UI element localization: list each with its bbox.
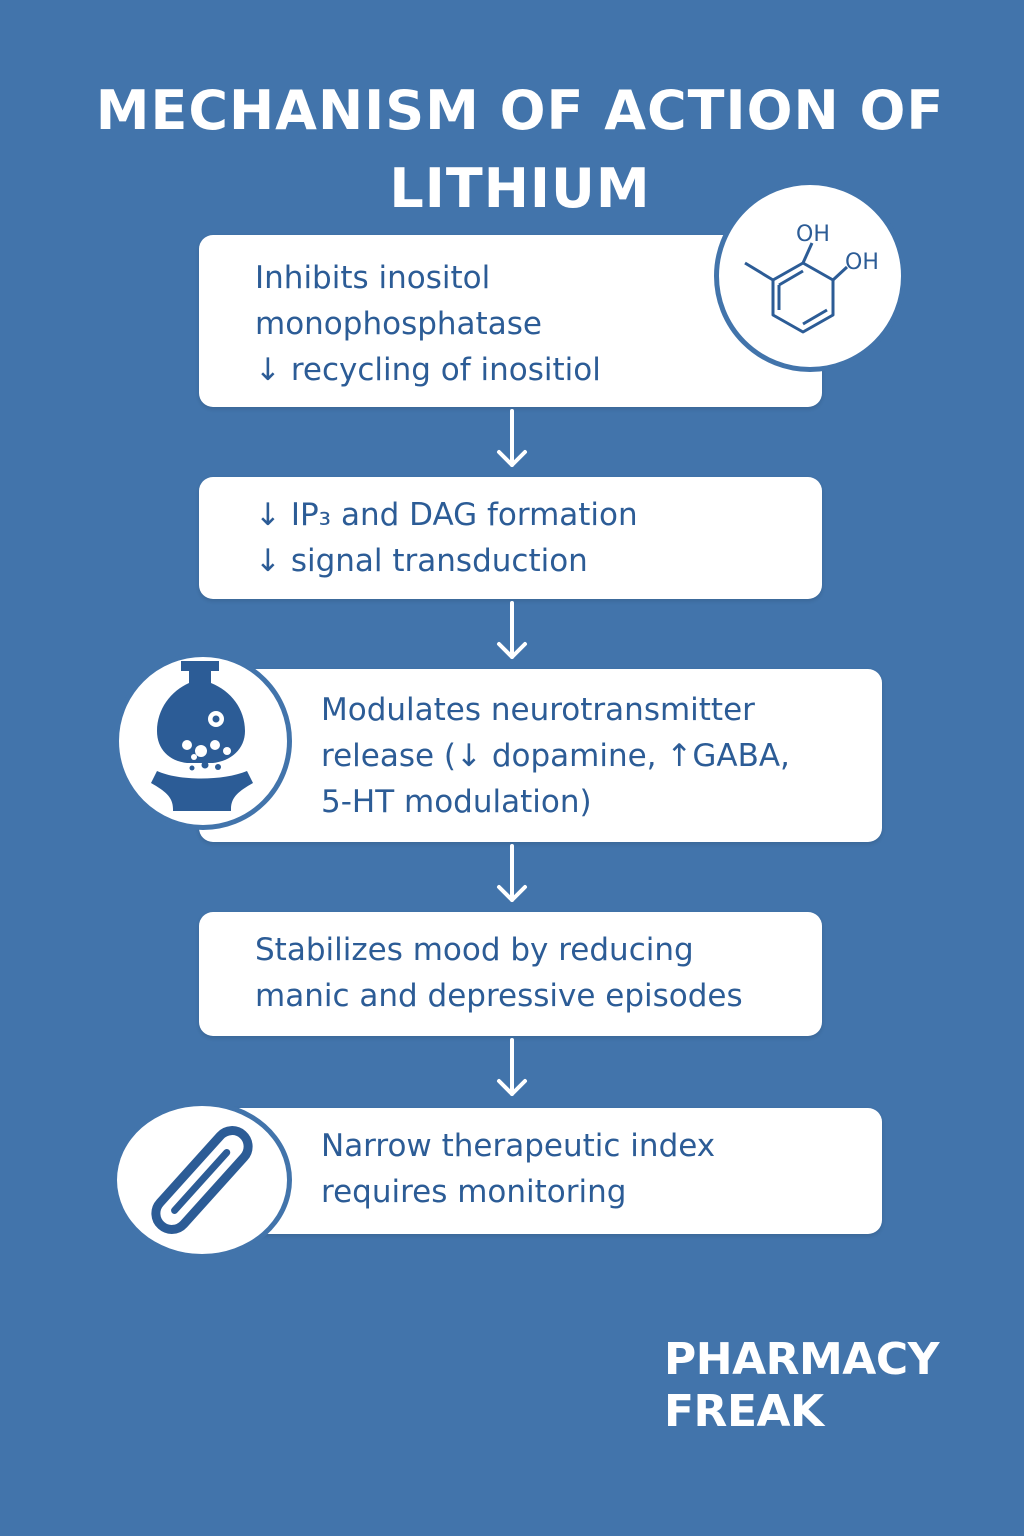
capsule-icon bbox=[151, 1126, 253, 1234]
step-5-box: Narrow therapeutic index requires monito… bbox=[199, 1108, 882, 1234]
step-1-line-3: ↓ recycling of inositiol bbox=[255, 352, 601, 388]
molecule-circle: OH OH bbox=[714, 180, 906, 372]
synapse-icon bbox=[151, 661, 253, 811]
arrow-down-icon bbox=[497, 601, 527, 659]
oh-label-2: OH bbox=[845, 250, 879, 275]
arrow-down-icon bbox=[497, 409, 527, 467]
step-4-text: Stabilizes mood by reducing manic and de… bbox=[255, 927, 743, 1019]
step-2-text: ↓ IP₃ and DAG formation ↓ signal transdu… bbox=[255, 492, 638, 584]
arrow-down-icon bbox=[497, 1038, 527, 1096]
step-5-line-1: Narrow therapeutic index bbox=[321, 1128, 716, 1164]
step-5-text: Narrow therapeutic index requires monito… bbox=[321, 1123, 715, 1215]
synapse-circle bbox=[114, 652, 292, 830]
page-title: MECHANISM OF ACTION OF LITHIUM bbox=[40, 72, 1000, 228]
step-3-line-2: release (↓ dopamine, ↑GABA, bbox=[321, 738, 790, 774]
step-3-text: Modulates neurotransmitter release (↓ do… bbox=[321, 687, 790, 825]
title-line-2: LITHIUM bbox=[389, 157, 651, 220]
oh-label-1: OH bbox=[796, 222, 830, 247]
step-4-line-1: Stabilizes mood by reducing bbox=[255, 932, 694, 968]
brand-line-1: PHARMACY bbox=[664, 1334, 940, 1385]
step-3-box: Modulates neurotransmitter release (↓ do… bbox=[199, 669, 882, 842]
brand-line-2: FREAK bbox=[664, 1386, 824, 1437]
step-3-line-1: Modulates neurotransmitter bbox=[321, 692, 755, 728]
step-4-box: Stabilizes mood by reducing manic and de… bbox=[199, 912, 822, 1036]
step-1-line-1: Inhibits inositol bbox=[255, 260, 491, 296]
capsule-circle bbox=[112, 1101, 292, 1259]
step-4-line-2: manic and depressive episodes bbox=[255, 978, 743, 1014]
step-5-line-2: requires monitoring bbox=[321, 1174, 627, 1210]
catechol-molecule-icon: OH OH bbox=[744, 222, 879, 334]
arrow-down-icon bbox=[497, 844, 527, 902]
title-line-1: MECHANISM OF ACTION OF bbox=[95, 79, 945, 142]
brand-logo: PHARMACY FREAK bbox=[664, 1334, 940, 1438]
step-3-line-3: 5-HT modulation) bbox=[321, 784, 592, 820]
step-1-text: Inhibits inositol monophosphatase ↓ recy… bbox=[255, 255, 601, 393]
step-1-box: Inhibits inositol monophosphatase ↓ recy… bbox=[199, 235, 822, 407]
step-1-line-2: monophosphatase bbox=[255, 306, 542, 342]
step-2-line-1: ↓ IP₃ and DAG formation bbox=[255, 497, 638, 533]
step-2-line-2: ↓ signal transduction bbox=[255, 543, 588, 579]
step-2-box: ↓ IP₃ and DAG formation ↓ signal transdu… bbox=[199, 477, 822, 599]
